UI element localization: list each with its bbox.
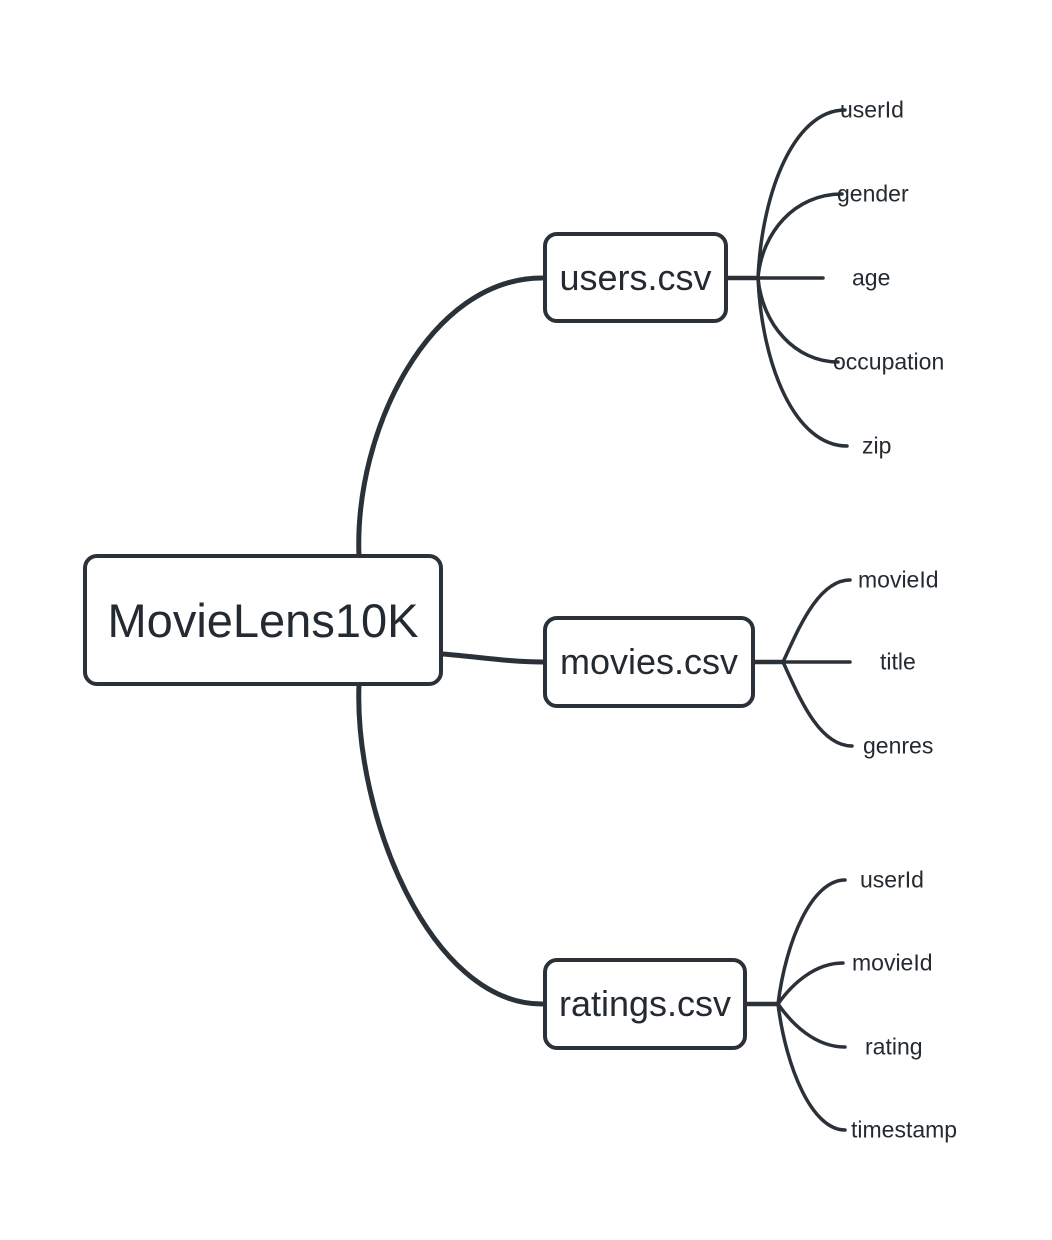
- edge-users-gender: [756, 192, 844, 280]
- edge-users-occupation: [756, 276, 840, 364]
- leaf-users-age: age: [852, 264, 891, 291]
- leaf-movies-genres: genres: [863, 732, 934, 759]
- edge-ratings-timestamp: [776, 1002, 847, 1132]
- leaf-users-occupation: occupation: [833, 348, 945, 375]
- edge-root-ratings: [356, 681, 545, 1007]
- edge-ratings-movieid: [776, 961, 845, 1006]
- edge-users-userid: [756, 108, 847, 280]
- leaf-ratings-userid: userId: [860, 866, 924, 893]
- node-ratings-csv: ratings.csv: [543, 958, 747, 1050]
- edge-ratings-rating: [776, 1002, 847, 1049]
- node-label: users.csv: [559, 256, 712, 298]
- node-users-csv: users.csv: [543, 232, 728, 323]
- leaf-ratings-movieid: movieId: [852, 949, 933, 976]
- node-label: ratings.csv: [558, 983, 732, 1024]
- node-label: MovieLens10K: [107, 593, 419, 647]
- leaf-movies-movieid: movieId: [858, 566, 939, 593]
- leaf-users-userid: userId: [840, 96, 904, 123]
- edge-users-zip: [756, 276, 849, 448]
- leaf-users-gender: gender: [837, 180, 909, 207]
- leaf-ratings-rating: rating: [865, 1033, 923, 1060]
- edge-movies-genres: [781, 660, 854, 748]
- edge-root-users: [356, 275, 545, 559]
- edge-movies-movieid: [781, 578, 852, 664]
- leaf-movies-title: title: [880, 648, 916, 675]
- node-movielens10k: MovieLens10K: [83, 554, 443, 686]
- edge-ratings-userid: [776, 878, 847, 1006]
- leaf-users-zip: zip: [862, 432, 892, 459]
- leaf-ratings-timestamp: timestamp: [851, 1116, 958, 1143]
- node-label: movies.csv: [559, 641, 739, 682]
- node-movies-csv: movies.csv: [543, 616, 755, 708]
- edge-root-movies: [440, 651, 546, 665]
